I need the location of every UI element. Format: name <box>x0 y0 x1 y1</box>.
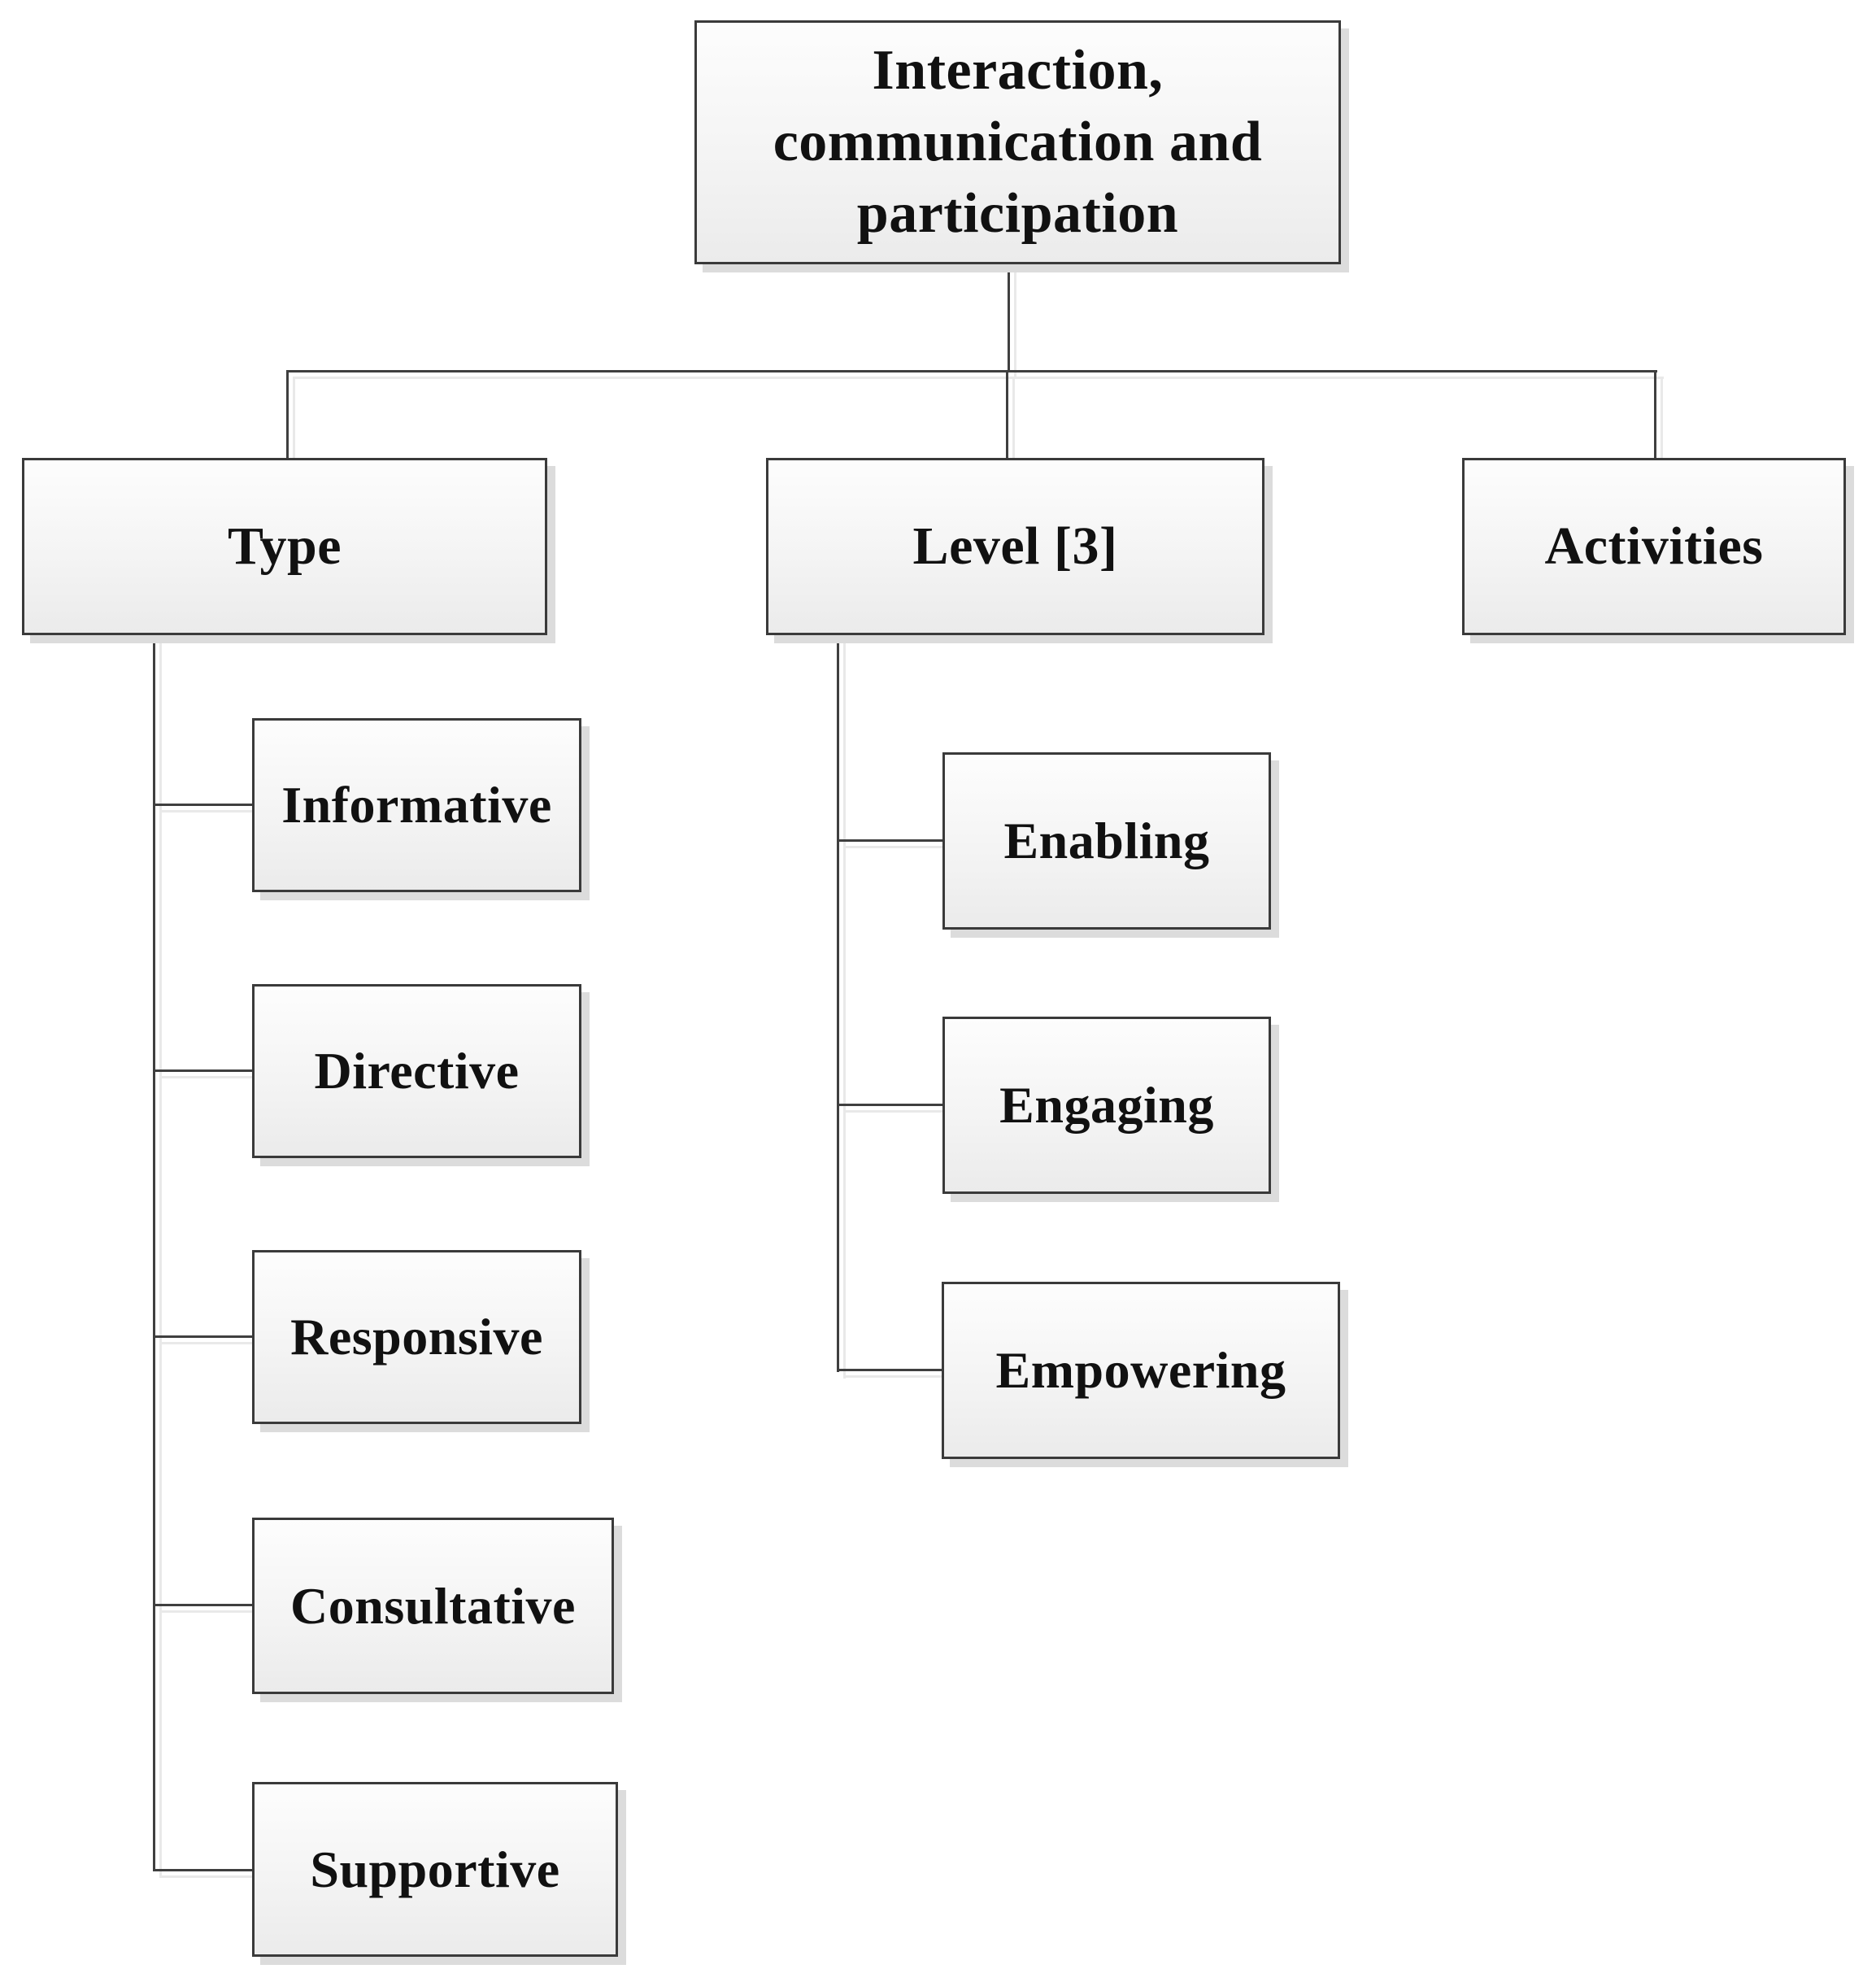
node-consultative-label: Consultative <box>290 1576 576 1635</box>
node-responsive: Responsive <box>252 1250 581 1424</box>
node-level: Level [3] <box>766 458 1264 635</box>
node-engaging: Engaging <box>942 1017 1271 1194</box>
connector-bus <box>286 370 1657 372</box>
connector-stub-directive <box>153 1069 254 1072</box>
node-informative-label: Informative <box>281 776 552 834</box>
node-root: Interaction, communication and participa… <box>694 20 1341 264</box>
node-empowering-label: Empowering <box>995 1341 1286 1399</box>
node-activities-label: Activities <box>1544 516 1764 576</box>
connector-stub-engaging <box>837 1104 944 1106</box>
node-consultative: Consultative <box>252 1518 614 1694</box>
connector-level-trunk <box>837 634 839 1372</box>
node-supportive: Supportive <box>252 1782 618 1957</box>
connector-stub-responsive <box>153 1335 254 1338</box>
connector-stub-informative <box>153 804 254 806</box>
connector-level-drop <box>1006 370 1008 460</box>
connector-stub-consultative <box>153 1604 254 1606</box>
node-enabling: Enabling <box>942 752 1271 930</box>
connector-root-drop <box>1008 264 1010 372</box>
node-root-label: Interaction, communication and participa… <box>773 38 1263 246</box>
node-engaging-label: Engaging <box>999 1076 1214 1134</box>
node-supportive-label: Supportive <box>310 1840 560 1898</box>
node-level-label: Level [3] <box>912 516 1118 576</box>
node-enabling-label: Enabling <box>1003 812 1210 869</box>
connector-stub-supportive <box>153 1869 254 1871</box>
node-informative: Informative <box>252 718 581 892</box>
node-directive-label: Directive <box>314 1042 520 1100</box>
connector-stub-enabling <box>837 839 944 842</box>
node-empowering: Empowering <box>942 1282 1340 1459</box>
connector-activities-drop <box>1654 370 1656 460</box>
connector-type-drop <box>286 370 289 460</box>
node-type: Type <box>22 458 547 635</box>
node-activities: Activities <box>1462 458 1846 635</box>
connector-stub-empowering <box>837 1369 944 1371</box>
node-type-label: Type <box>227 516 342 576</box>
node-responsive-label: Responsive <box>290 1308 543 1366</box>
node-directive: Directive <box>252 984 581 1158</box>
connector-type-trunk <box>153 634 155 1871</box>
